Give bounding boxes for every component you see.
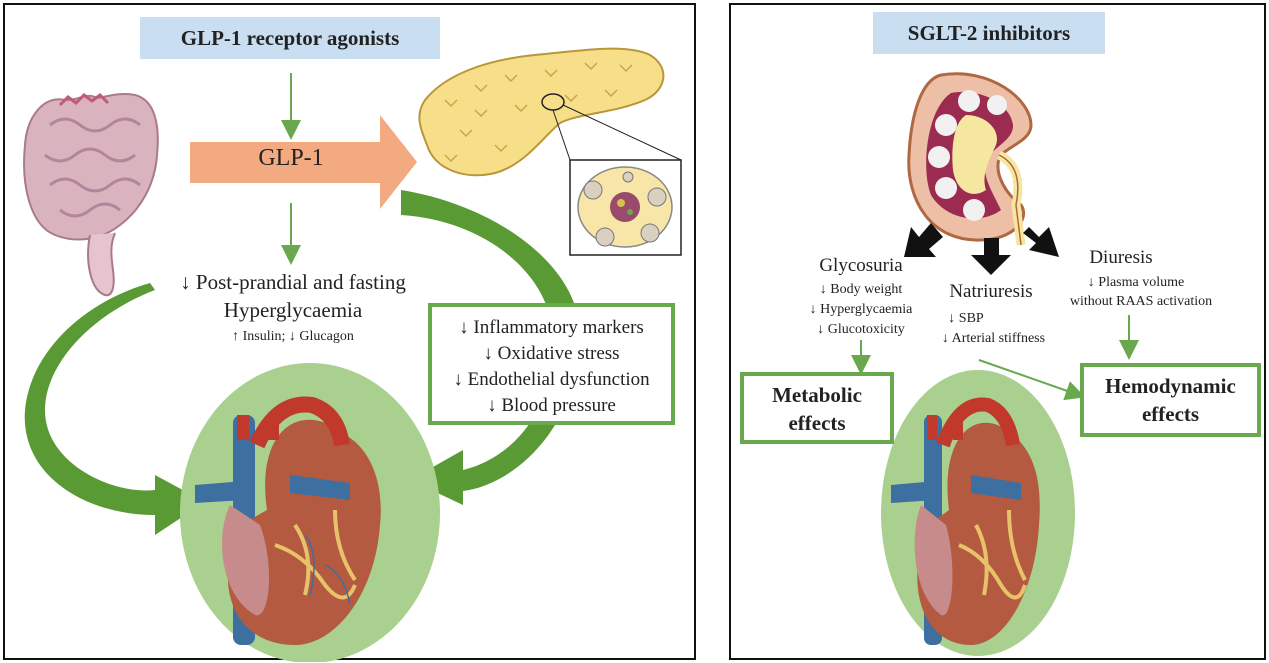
metabolic-line2: effects xyxy=(788,411,846,435)
diuresis-item-plasma: ↓ Plasma volume xyxy=(1087,275,1185,290)
islet-icon xyxy=(569,159,682,256)
diuresis-label: Diuresis xyxy=(1089,247,1153,268)
intestine-icon xyxy=(23,93,159,297)
glp1-arrow-label: GLP-1 xyxy=(258,145,324,171)
diuresis-item-raas: without RAAS activation xyxy=(1069,294,1213,309)
glycosuria-item-hyperglycaemia: ↓ Hyperglycaemia xyxy=(809,302,913,317)
box-item-inflammatory: ↓ Inflammatory markers xyxy=(459,317,644,338)
heart-icon xyxy=(180,363,440,662)
metabolic-effects-box: Metabolic effects xyxy=(740,372,894,444)
glp1-panel: GLP-1 receptor agonists GLP-1 ↓ Post-pra… xyxy=(3,3,696,662)
curve-arrow-left xyxy=(24,283,205,535)
arrow-to-natriuresis xyxy=(971,238,1011,275)
glycaemia-effect-line2: Hyperglycaemia xyxy=(223,298,363,322)
natriuresis-item-sbp: ↓ SBP xyxy=(948,311,984,326)
box-item-endothelial: ↓ Endothelial dysfunction xyxy=(453,369,650,390)
arrow-to-glycosuria xyxy=(904,223,943,257)
sglt2-title: SGLT-2 inhibitors xyxy=(873,12,1105,54)
sglt2-panel: SGLT-2 inhibitors Glycosuria ↓ Body weig… xyxy=(729,3,1266,660)
natriuresis-item-stiffness: ↓ Arterial stiffness xyxy=(941,331,1046,346)
glp1-title-text: GLP-1 receptor agonists xyxy=(180,25,400,50)
box-item-oxidative: ↓ Oxidative stress xyxy=(483,343,620,364)
metabolic-line1: Metabolic xyxy=(772,383,862,407)
glp1-title: GLP-1 receptor agonists xyxy=(140,17,440,59)
natriuresis-label: Natriuresis xyxy=(949,281,1033,302)
box-item-blood-pressure: ↓ Blood pressure xyxy=(487,395,616,416)
curve-arrow-right xyxy=(401,190,580,505)
sglt2-heart-icon xyxy=(881,370,1075,656)
vascular-effects-box: ↓ Inflammatory markers ↓ Oxidative stres… xyxy=(428,303,675,425)
hemodynamic-line2: effects xyxy=(1141,402,1200,426)
pancreas-icon xyxy=(418,47,682,177)
sglt2-title-text: SGLT-2 inhibitors xyxy=(907,20,1071,45)
hemodynamic-effects-box: Hemodynamic effects xyxy=(1080,363,1261,437)
arrow-to-diuresis xyxy=(1023,227,1059,257)
glycosuria-item-glucotoxicity: ↓ Glucotoxicity xyxy=(817,322,905,337)
glp1-panel-graphics xyxy=(23,47,682,662)
glycaemia-effect-line1: ↓ Post-prandial and fasting xyxy=(180,270,406,294)
kidney-icon xyxy=(907,72,1033,246)
sglt2-panel-graphics xyxy=(851,72,1139,656)
hormone-effect: ↑ Insulin; ↓ Glucagon xyxy=(232,329,354,344)
glycosuria-item-weight: ↓ Body weight xyxy=(819,282,903,297)
hemodynamic-line1: Hemodynamic xyxy=(1105,374,1236,398)
glycosuria-label: Glycosuria xyxy=(819,255,903,276)
natriuresis-diag-arrow xyxy=(978,359,1086,401)
glp1-arrow xyxy=(190,115,417,209)
